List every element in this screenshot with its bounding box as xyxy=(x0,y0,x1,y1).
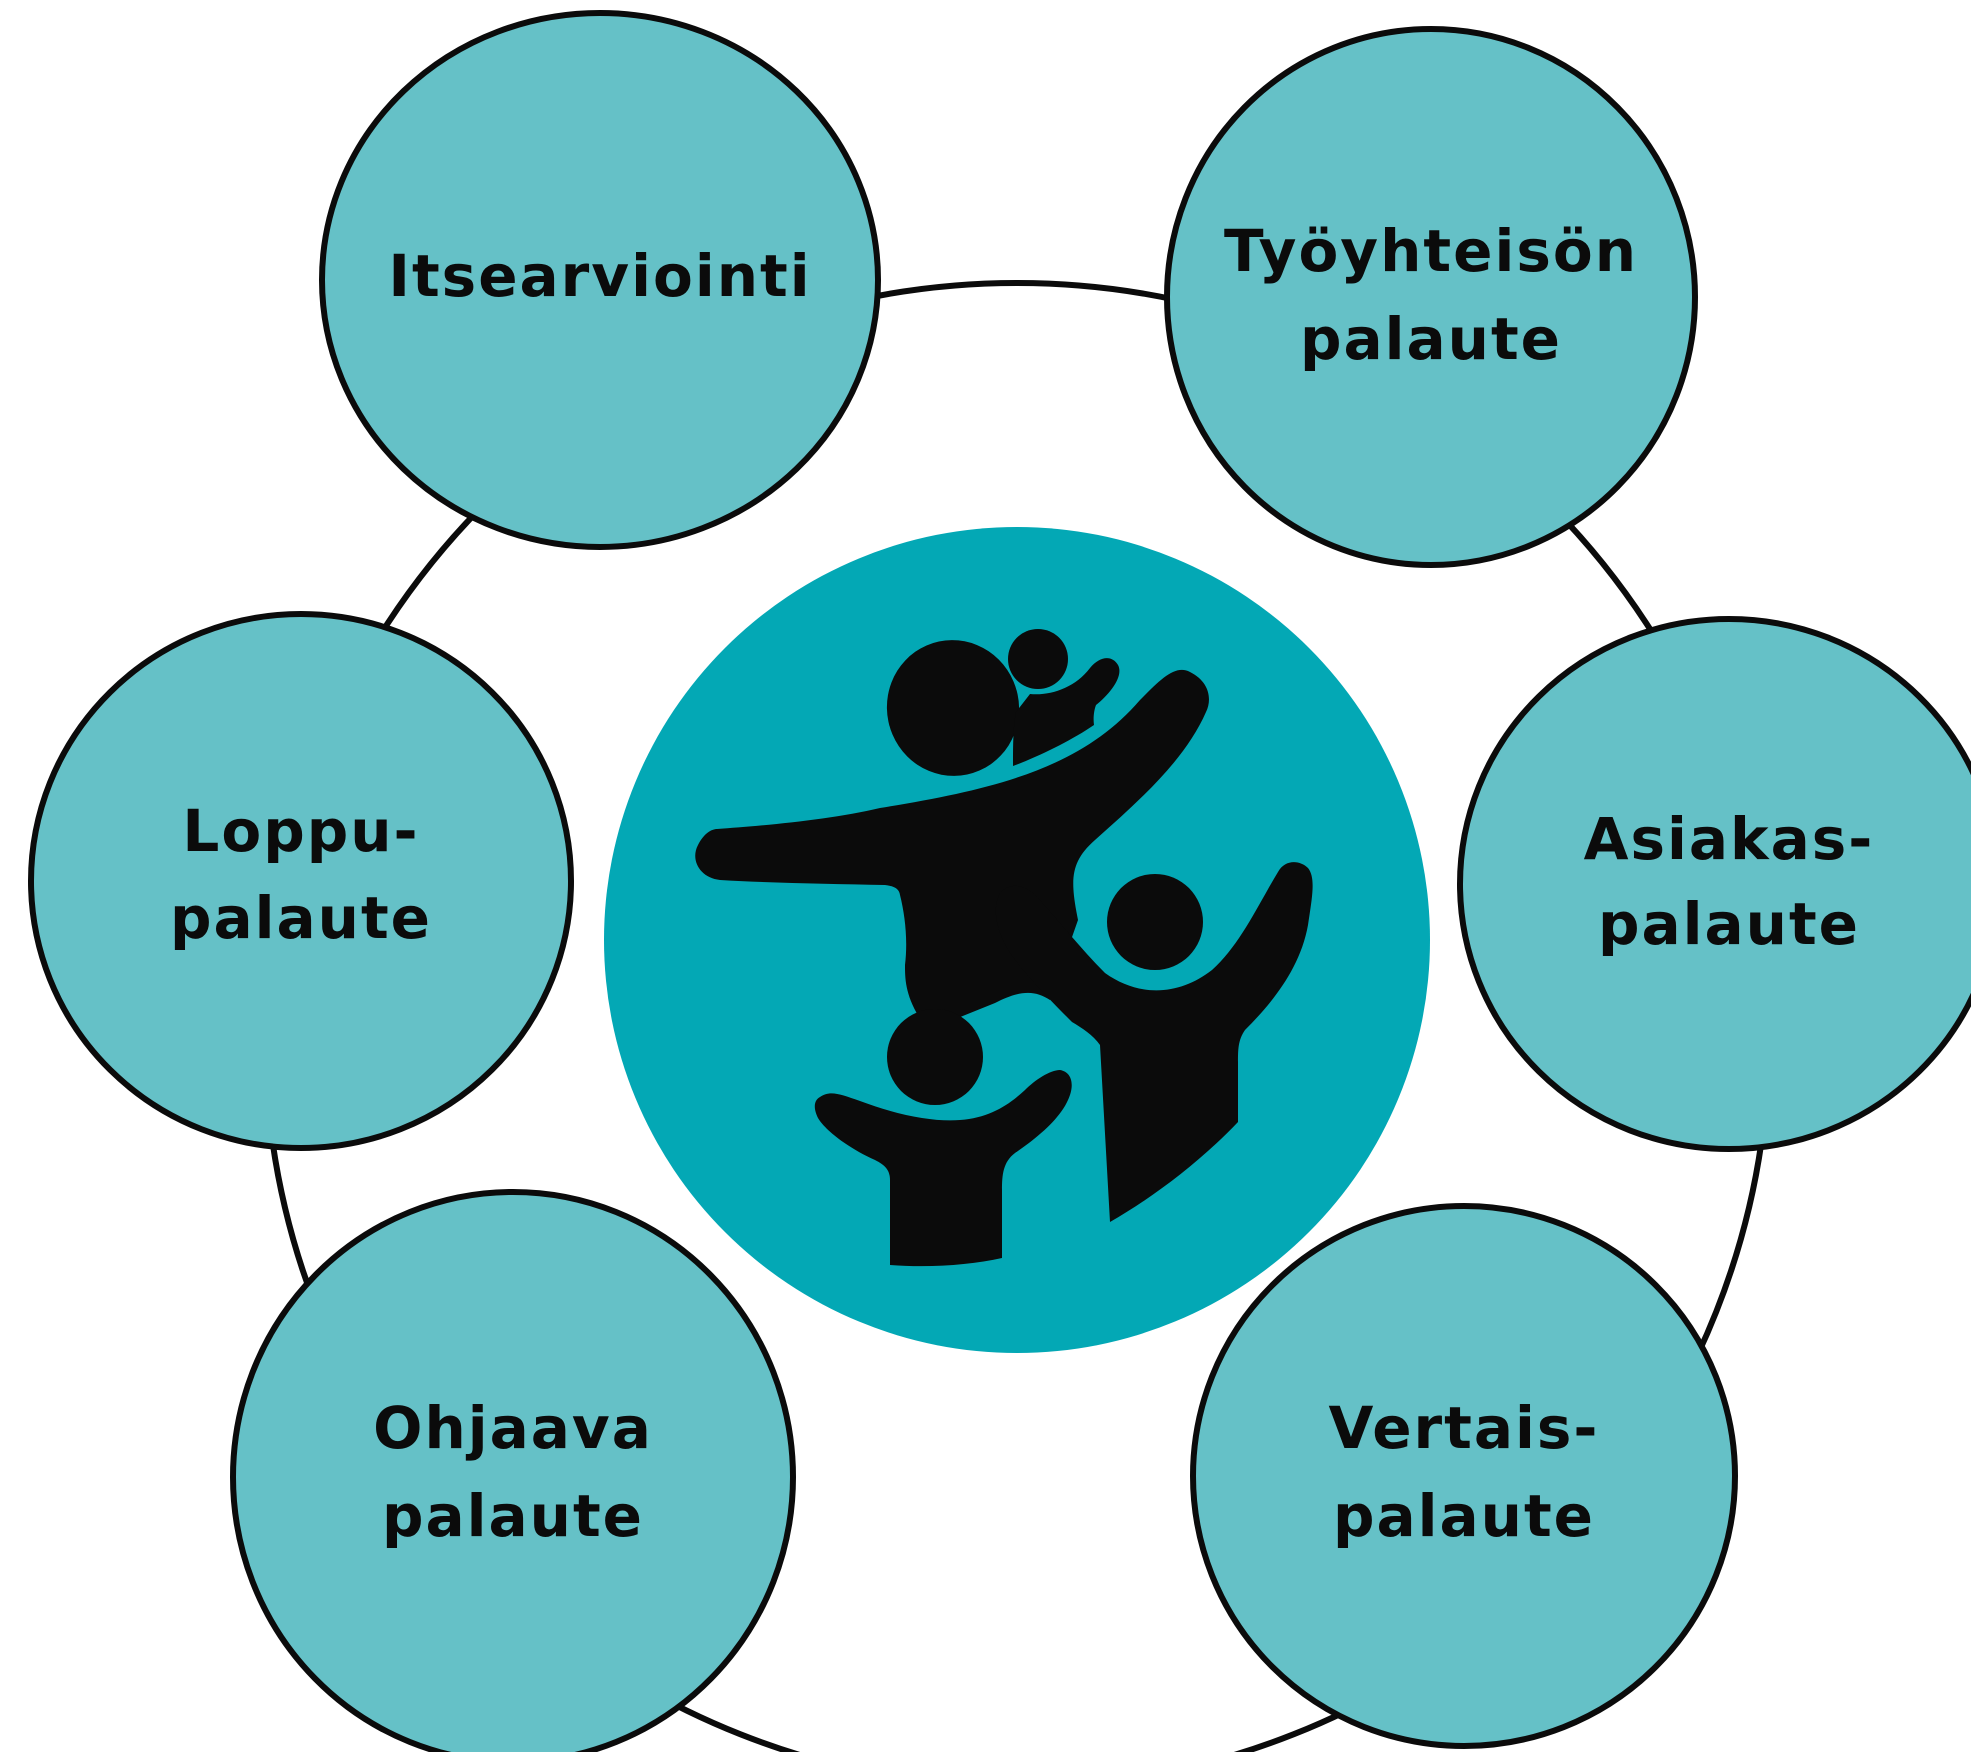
family-people-icon xyxy=(695,629,1313,1267)
node-itsearviointi: Itsearviointi xyxy=(319,10,881,550)
node-label: palaute xyxy=(382,1482,644,1550)
node-circle xyxy=(1164,26,1698,568)
node-label: Ohjaava xyxy=(373,1394,653,1462)
node-circle xyxy=(1190,1203,1738,1749)
node-asiakaspalaute: Asiakas- palaute xyxy=(1457,616,1971,1152)
node-label: palaute xyxy=(1598,890,1860,958)
node-vertaispalaute: Vertais- palaute xyxy=(1190,1203,1738,1749)
node-tyoyhteison-palaute: Työyhteisön palaute xyxy=(1164,26,1698,568)
node-label: palaute xyxy=(1300,305,1562,373)
node-circle xyxy=(319,10,881,550)
node-ohjaava-palaute: Ohjaava palaute xyxy=(230,1189,796,1752)
node-label: Asiakas- xyxy=(1584,805,1875,873)
node-circle xyxy=(230,1189,796,1752)
node-label: palaute xyxy=(170,884,432,952)
node-label: Työyhteisön xyxy=(1224,217,1638,285)
node-label: Itsearviointi xyxy=(388,242,811,310)
node-label: Vertais- xyxy=(1329,1394,1600,1462)
node-loppupalaute: Loppu- palaute xyxy=(28,611,574,1151)
node-circle xyxy=(1457,616,1971,1152)
center-hub xyxy=(604,527,1430,1353)
node-label: Loppu- xyxy=(182,797,419,865)
node-label: palaute xyxy=(1333,1482,1595,1550)
node-circle xyxy=(28,611,574,1151)
